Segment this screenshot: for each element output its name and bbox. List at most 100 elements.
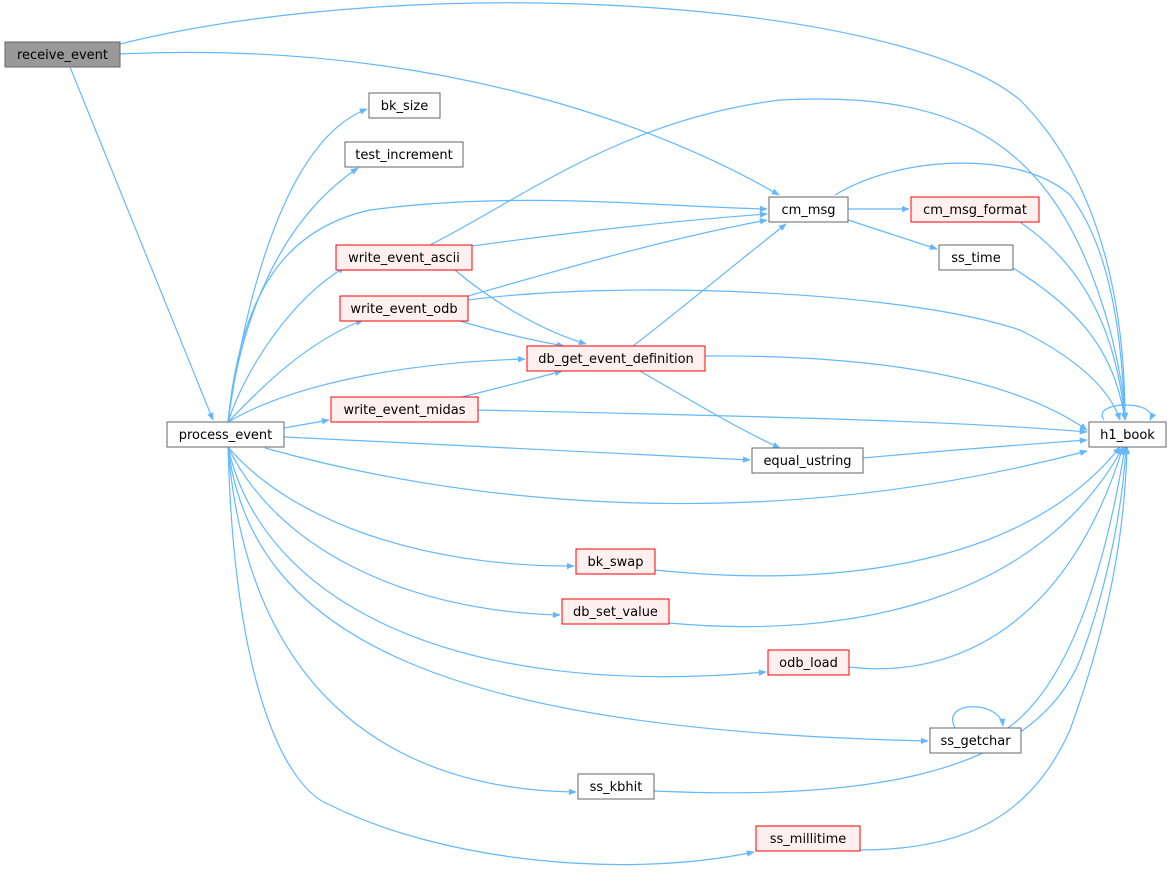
edge-write_event_ascii-to-db_get_event_definition (454, 269, 587, 345)
node-test_increment[interactable]: test_increment (344, 141, 464, 168)
edge-process_event-to-db_set_value (227, 446, 561, 619)
node-box-write_event_ascii (335, 244, 473, 271)
edge-cm_msg_format-to-h1_book (1019, 221, 1128, 421)
edge-receive_event-to-process_event (69, 66, 214, 421)
node-label: ss_millitime (770, 832, 847, 847)
edge-db_get_event_definition-to-cm_msg (632, 223, 787, 347)
node-bk_swap[interactable]: bk_swap (575, 548, 656, 575)
node-label: write_event_ascii (348, 251, 460, 266)
edge-write_event_ascii-to-h1_book (429, 98, 1129, 421)
edge-write_event_midas-to-h1_book (477, 409, 1088, 435)
node-label: bk_size (381, 99, 429, 114)
edges-layer (69, 2, 1157, 866)
node-ss_millitime[interactable]: ss_millitime (755, 825, 861, 852)
node-box-ss_millitime (755, 825, 861, 852)
node-db_get_event_definition[interactable]: db_get_event_definition (526, 345, 706, 372)
edge-process_event-to-write_event_odb (227, 319, 364, 423)
node-label: h1_book (1100, 428, 1155, 443)
node-box-odb_load (767, 649, 850, 676)
edge-process_event-to-write_event_ascii (227, 266, 346, 423)
node-box-write_event_odb (339, 295, 469, 322)
edge-db_get_event_definition-to-equal_ustring (639, 370, 781, 449)
edge-receive_event-to-h1_book (119, 2, 1129, 421)
node-label: bk_swap (588, 555, 644, 570)
edge-process_event-to-test_increment (227, 167, 359, 423)
node-write_event_odb[interactable]: write_event_odb (339, 295, 469, 322)
node-box-db_set_value (561, 598, 670, 625)
node-label: db_get_event_definition (538, 352, 694, 367)
edge-bk_swap-to-h1_book (654, 446, 1121, 577)
node-label: test_increment (355, 148, 453, 163)
node-equal_ustring[interactable]: equal_ustring (751, 447, 864, 474)
edge-db_get_event_definition-to-h1_book (704, 355, 1088, 431)
node-ss_time[interactable]: ss_time (938, 244, 1014, 271)
node-bk_size[interactable]: bk_size (368, 92, 441, 119)
edge-ss_kbhit-to-h1_book (653, 446, 1129, 794)
edge-equal_ustring-to-h1_book (862, 437, 1088, 459)
node-label: odb_load (779, 656, 838, 671)
node-ss_getchar[interactable]: ss_getchar (929, 727, 1022, 754)
edge-process_event-to-ss_kbhit (227, 446, 577, 796)
node-receive_event: receive_event (4, 41, 121, 68)
node-box-ss_getchar (929, 727, 1022, 754)
node-label: cm_msg_format (923, 203, 1027, 218)
edge-write_event_ascii-to-cm_msg (471, 211, 768, 247)
edge-process_event-to-ss_millitime (227, 446, 755, 866)
node-write_event_ascii[interactable]: write_event_ascii (335, 244, 473, 271)
edge-process_event-to-odb_load (227, 446, 767, 678)
edge-ss_time-to-h1_book (1012, 267, 1128, 421)
node-label: cm_msg (782, 203, 836, 218)
node-cm_msg_format[interactable]: cm_msg_format (910, 196, 1040, 223)
node-h1_book[interactable]: h1_book (1088, 421, 1167, 448)
node-label: ss_getchar (940, 734, 1011, 749)
node-box-test_increment (344, 141, 464, 168)
node-process_event[interactable]: process_event (166, 421, 285, 448)
node-box-ss_kbhit (577, 773, 655, 800)
edge-process_event-to-equal_ustring (283, 436, 751, 463)
edge-process_event-to-h1_book (264, 447, 1088, 505)
node-box-ss_time (938, 244, 1014, 271)
edge-cm_msg-to-ss_time (847, 219, 938, 250)
edge-process_event-to-write_event_midas (283, 418, 330, 429)
edge-ss_getchar-to-h1_book (1007, 446, 1127, 729)
node-box-cm_msg (768, 196, 849, 223)
edge-write_event_midas-to-db_get_event_definition (461, 369, 563, 398)
node-label: write_event_midas (344, 403, 466, 418)
node-box-bk_size (368, 92, 441, 119)
edge-ss_millitime-to-h1_book (859, 446, 1131, 851)
node-write_event_midas[interactable]: write_event_midas (330, 396, 479, 423)
edge-process_event-to-bk_swap (227, 446, 575, 570)
edge-h1_book-to-h1_book (1101, 404, 1157, 421)
node-box-write_event_midas (330, 396, 479, 423)
node-label: write_event_odb (350, 302, 457, 317)
node-odb_load[interactable]: odb_load (767, 649, 850, 676)
edge-write_event_odb-to-db_get_event_definition (459, 320, 565, 348)
edge-process_event-to-ss_getchar (227, 446, 929, 745)
node-label: ss_time (951, 251, 1000, 266)
edge-cm_msg-to-h1_book (834, 162, 1128, 421)
node-label: receive_event (17, 48, 108, 63)
node-box-h1_book (1088, 421, 1167, 448)
node-box-db_get_event_definition (526, 345, 706, 372)
node-box-equal_ustring (751, 447, 864, 474)
edge-process_event-to-cm_msg (227, 199, 768, 423)
edge-ss_getchar-to-ss_getchar (952, 706, 1006, 729)
node-label: equal_ustring (763, 454, 851, 469)
node-db_set_value[interactable]: db_set_value (561, 598, 670, 625)
edge-write_event_odb-to-cm_msg (467, 218, 768, 297)
node-label: ss_kbhit (590, 780, 643, 795)
node-cm_msg[interactable]: cm_msg (768, 196, 849, 223)
nodes-layer: receive_event process_event bk_size test_in… (4, 41, 1167, 852)
node-box-bk_swap (575, 548, 656, 575)
node-box-process_event (166, 421, 285, 448)
edge-write_event_odb-to-h1_book (467, 289, 1121, 421)
node-label: process_event (179, 428, 272, 443)
edge-process_event-to-db_get_event_definition (227, 356, 526, 423)
node-ss_kbhit[interactable]: ss_kbhit (577, 773, 655, 800)
node-label: db_set_value (573, 605, 658, 620)
edge-db_set_value-to-h1_book (668, 446, 1124, 628)
node-box-receive_event (4, 41, 121, 68)
edge-receive_event-to-cm_msg (119, 51, 780, 196)
node-box-cm_msg_format (910, 196, 1040, 223)
